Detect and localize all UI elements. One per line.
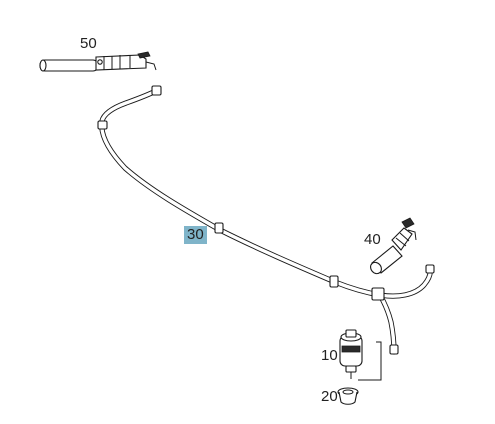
part-40-washer-nozzle[interactable] [368,217,417,276]
part-50-washer-nozzle[interactable] [39,51,157,72]
part-30-hose[interactable] [97,85,435,355]
part-10-washer-pump[interactable] [339,329,382,381]
callout-10[interactable]: 10 [321,347,338,364]
callout-20[interactable]: 20 [321,388,338,405]
part-20-grommet[interactable] [337,387,359,405]
callout-40[interactable]: 40 [364,231,381,248]
callout-50[interactable]: 50 [80,35,97,52]
callout-30[interactable]: 30 [184,226,207,244]
